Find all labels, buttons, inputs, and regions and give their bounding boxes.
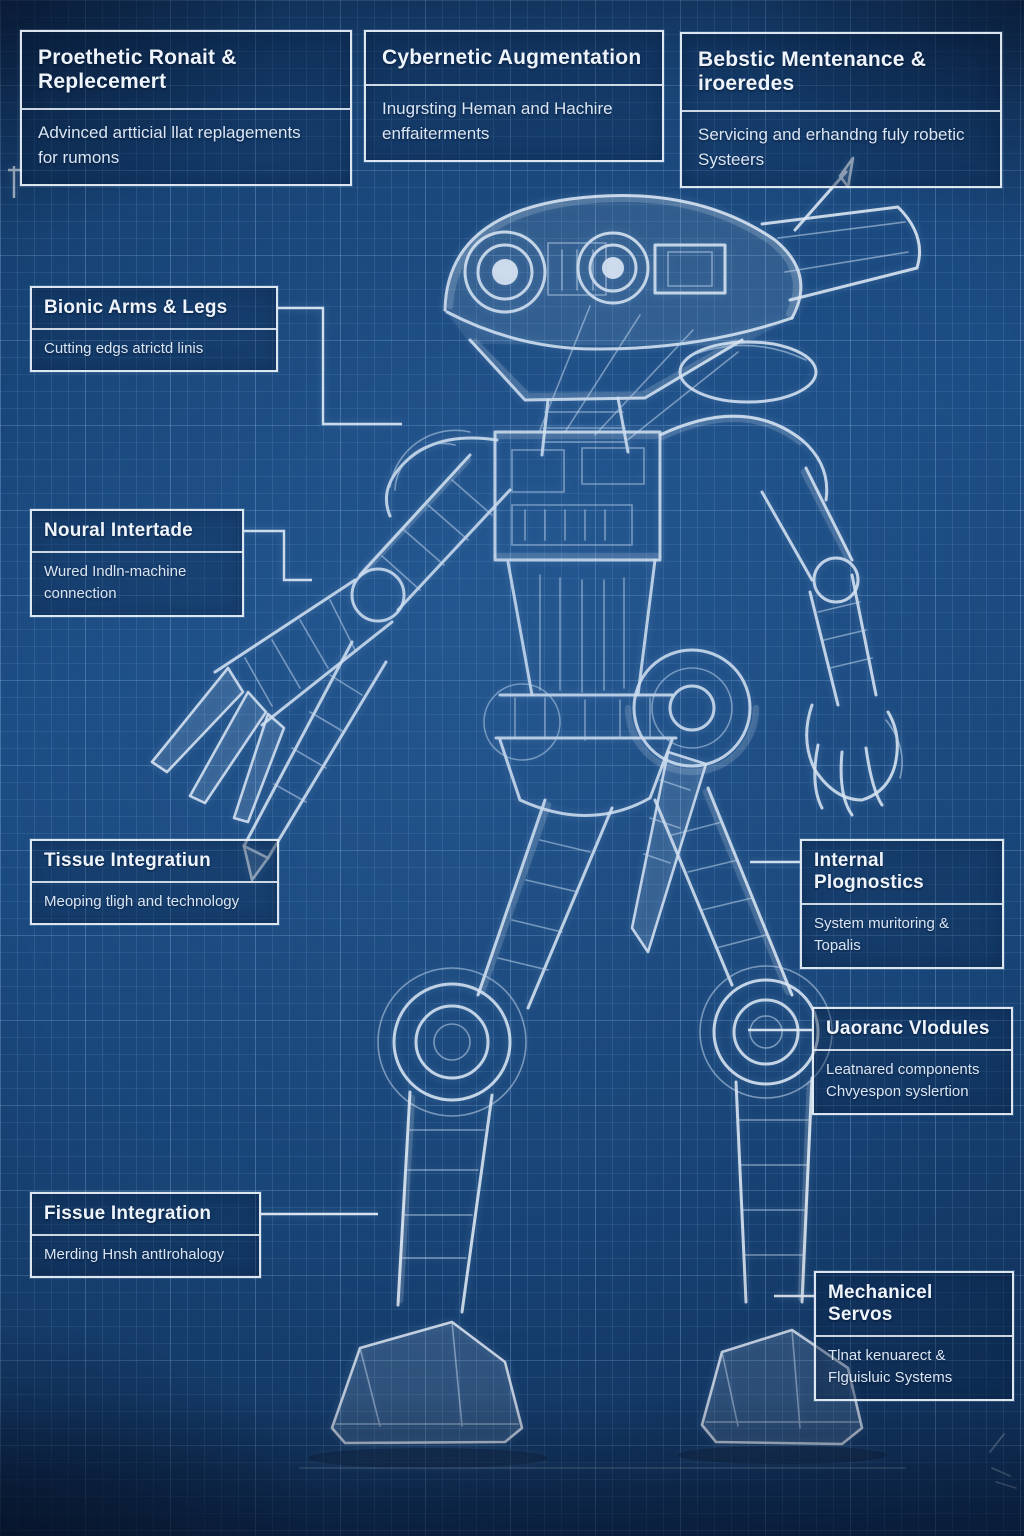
callout-prosthetic-repair: Proethetic Ronait & Replecemert Advinced… xyxy=(20,30,352,187)
callout-mechanical-servos: Mechanicel Servos Tlnat kenuarect & Flgu… xyxy=(814,1271,1014,1401)
callout-title: Bionic Arms & Legs xyxy=(32,288,276,330)
callout-subtitle: Servicing and erhandng fuly robetic Syst… xyxy=(698,125,965,169)
callout-title: Proethetic Ronait & Replecemert xyxy=(22,32,350,110)
callout-subtitle: System muritoring & Topalis xyxy=(814,915,950,954)
callout-subtitle: Wured Indln-machine connection xyxy=(44,563,187,602)
callout-title: Noural Intertade xyxy=(32,511,242,553)
callout-title: Bebstic Mentenance & iroeredes xyxy=(682,34,1000,112)
robot-left-leg xyxy=(330,798,614,1445)
leader-neural xyxy=(244,529,312,582)
callout-neural-interface: Noural Intertade Wured Indln-machine con… xyxy=(30,509,244,617)
callout-title: Cybernetic Augmentation xyxy=(366,32,662,86)
callout-subtitle: Advinced artticial llat replagements for… xyxy=(38,123,301,167)
callout-subtitle: Tlnat kenuarect & Flguisluic Systems xyxy=(828,1347,953,1386)
callout-title: Internal Plognostics xyxy=(802,841,1002,905)
callout-title: Mechanicel Servos xyxy=(816,1273,1012,1337)
callout-robotic-maintenance: Bebstic Mentenance & iroeredes Servicing… xyxy=(680,32,1002,189)
leader-lines xyxy=(244,306,814,1298)
hip-spike xyxy=(630,750,708,954)
callout-title: Fissue Integration xyxy=(32,1194,259,1236)
robot-neck xyxy=(540,396,630,457)
callout-subtitle: Merding Hnsh antIrohalogy xyxy=(44,1246,225,1263)
callout-subtitle: Inugrsting Heman and Hachire enffaiterme… xyxy=(382,99,613,143)
callout-tissue-integration-1: Tissue Integratiun Meoping tligh and tec… xyxy=(30,839,279,925)
callout-title: Uaoranc Vlodules xyxy=(814,1009,1011,1051)
callout-subtitle: Leatnared components Chvyespon syslertio… xyxy=(826,1061,980,1100)
callout-hydraulic-modules: Uaoranc Vlodules Leatnared components Ch… xyxy=(812,1007,1013,1115)
callout-tissue-integration-2: Fissue Integration Merding Hnsh antIroha… xyxy=(30,1192,261,1278)
callout-internal-diagnostics: Internal Plognostics System muritoring &… xyxy=(800,839,1004,969)
callout-subtitle: Meoping tligh and technology xyxy=(44,893,240,910)
ground-shadow xyxy=(299,1446,906,1469)
callout-bionic-arms-legs: Bionic Arms & Legs Cutting edgs atrictd … xyxy=(30,286,278,372)
robot-torso xyxy=(384,305,829,741)
robot-right-arm xyxy=(760,466,903,817)
callout-cybernetic-augmentation: Cybernetic Augmentation Inugrsting Heman… xyxy=(364,30,664,163)
callout-subtitle: Cutting edgs atrictd linis xyxy=(44,340,204,357)
leader-bionic xyxy=(278,306,402,426)
callout-title: Tissue Integratiun xyxy=(32,841,277,883)
